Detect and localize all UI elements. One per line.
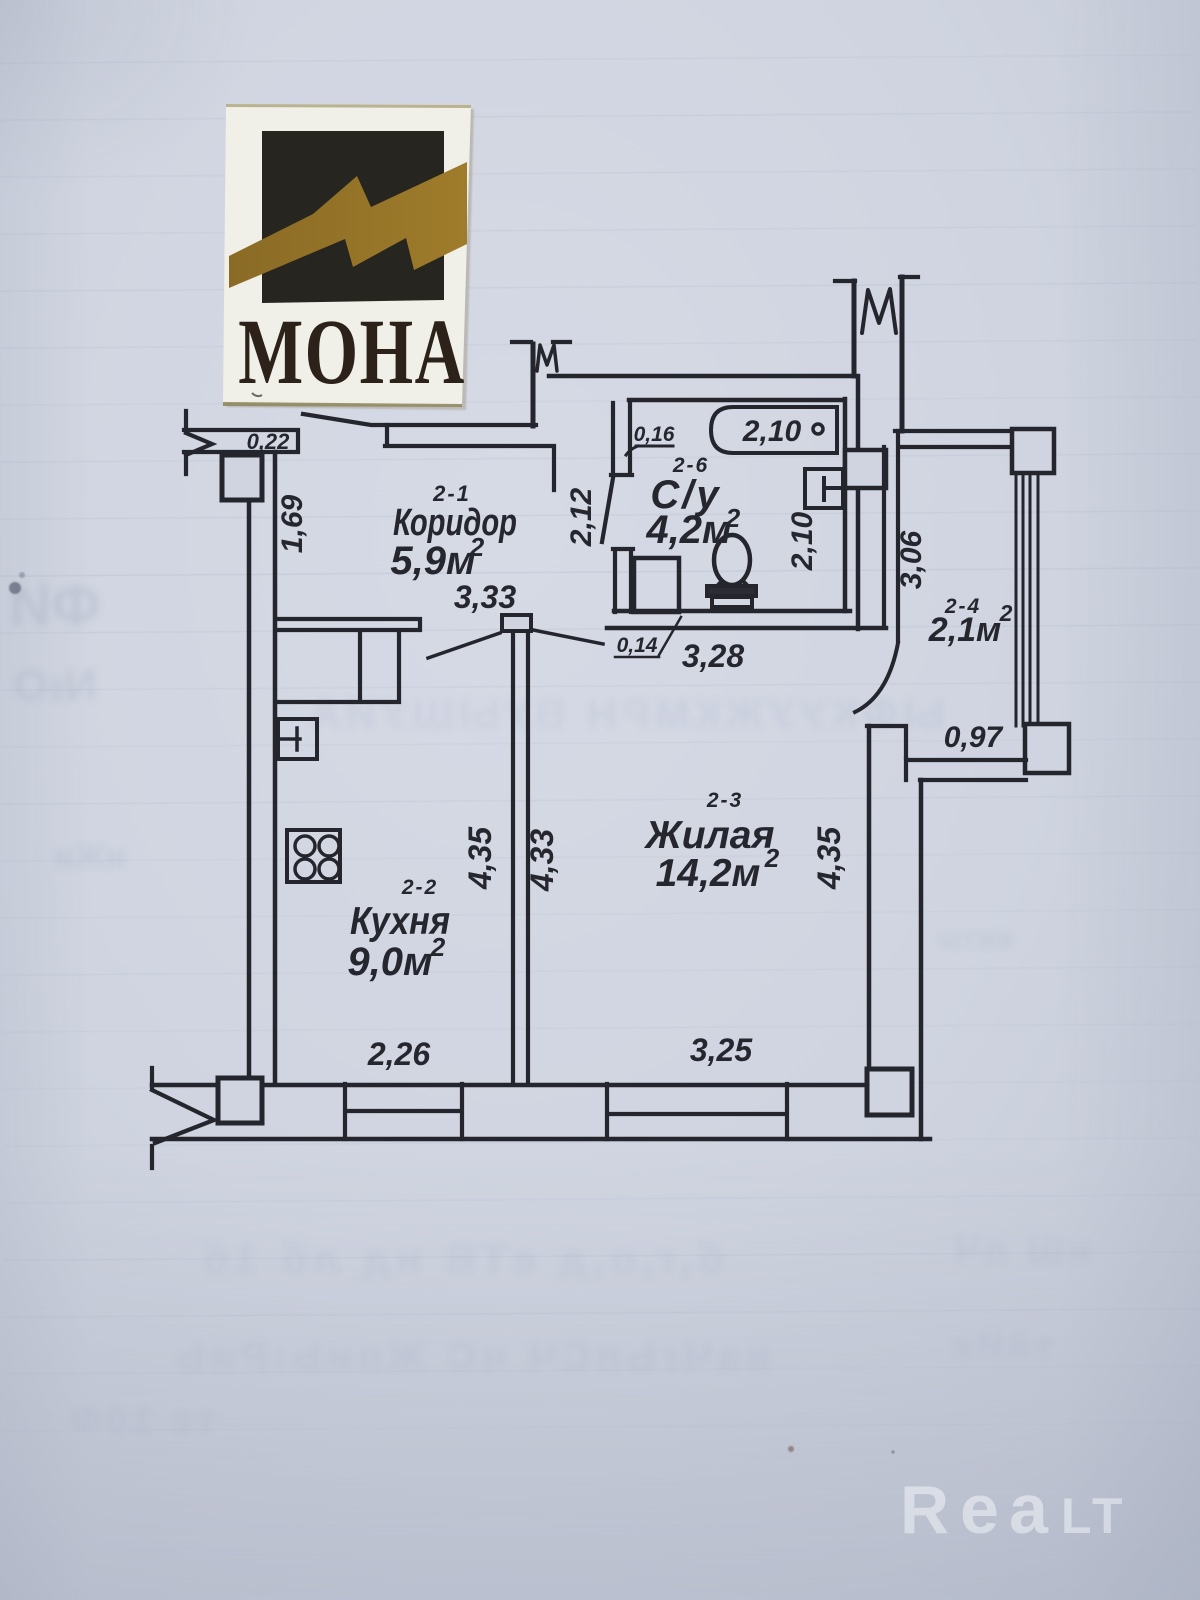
svg-text:2: 2 — [725, 503, 741, 533]
svg-text:Жилая: Жилая — [644, 814, 775, 857]
svg-text:2-4: 2-4 — [944, 595, 981, 618]
svg-text:2,10: 2,10 — [742, 415, 802, 448]
svg-text:3,33: 3,33 — [454, 579, 516, 615]
svg-text:4,2м: 4,2м — [645, 508, 731, 552]
svg-text:С/у: С/у — [650, 473, 721, 517]
svg-text:4,35: 4,35 — [462, 826, 498, 890]
svg-text:0,97: 0,97 — [944, 721, 1004, 754]
svg-text:ЫФКУУЖКМРН ВУЫШУИА: ЫФКУУЖКМРН ВУЫШУИА — [305, 690, 944, 737]
svg-text:2-3: 2-3 — [706, 789, 743, 812]
svg-text:4,35: 4,35 — [811, 826, 847, 890]
svg-text:2: 2 — [764, 843, 780, 873]
svg-text:2,1м: 2,1м — [928, 611, 1001, 649]
svg-text:2: 2 — [469, 532, 485, 562]
svg-text:2-2: 2-2 — [401, 876, 438, 899]
svg-text:3,25: 3,25 — [690, 1032, 753, 1068]
svg-text:2: 2 — [430, 932, 446, 962]
svg-text:2-6: 2-6 — [672, 454, 709, 477]
svg-text:2,26: 2,26 — [367, 1036, 430, 1072]
svg-text:2,12: 2,12 — [565, 487, 598, 547]
svg-text:2,10: 2,10 — [786, 511, 819, 571]
svg-text:0,22: 0,22 — [247, 429, 291, 454]
svg-text:МОНА: МОНА — [238, 300, 466, 403]
svg-text:14,2м: 14,2м — [656, 852, 761, 895]
svg-text:2: 2 — [999, 600, 1013, 626]
svg-text:Коридор: Коридор — [393, 502, 517, 544]
svg-text:3,06: 3,06 — [895, 530, 928, 589]
svg-text:кжтш: кжтш — [937, 922, 1013, 955]
svg-text:5,9м: 5,9м — [390, 539, 475, 583]
svg-text:Кухня: Кухня — [350, 900, 450, 943]
svg-text:0,16: 0,16 — [634, 423, 675, 446]
svg-text:0,14: 0,14 — [617, 634, 658, 657]
svg-text:2-1: 2-1 — [432, 481, 471, 506]
svg-text:1,69: 1,69 — [276, 494, 309, 553]
svg-text:3,28: 3,28 — [682, 638, 744, 674]
svg-text:9,0м: 9,0м — [347, 940, 432, 984]
svg-text:4,33: 4,33 — [524, 829, 560, 892]
